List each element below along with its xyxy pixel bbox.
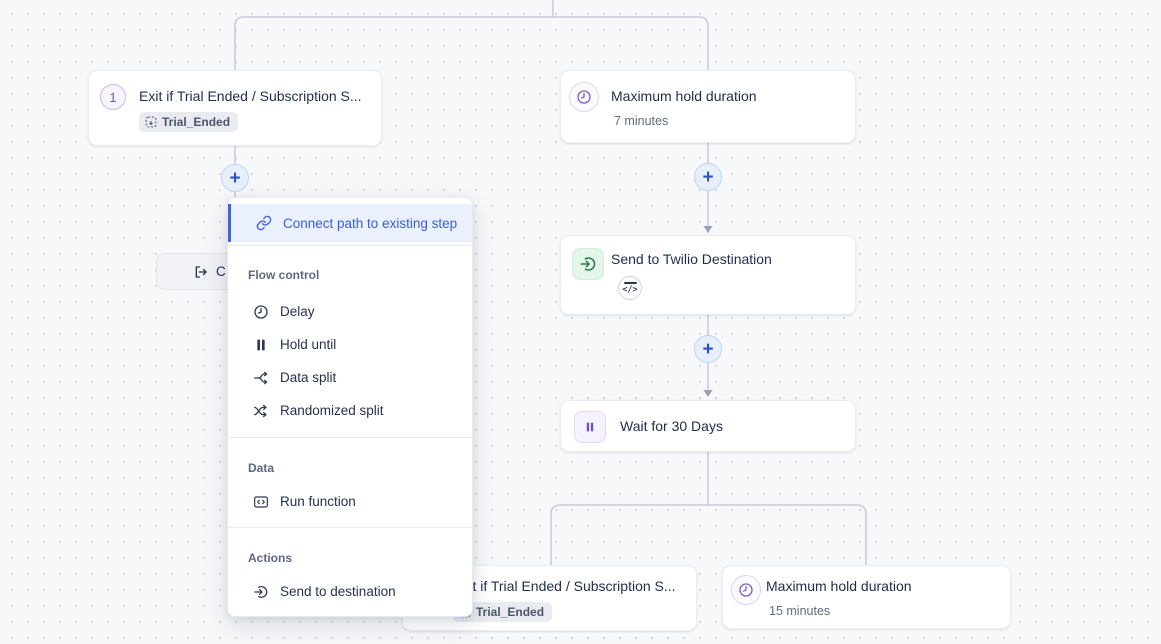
code-icon xyxy=(254,495,268,508)
menu-section-flow-control: Flow control xyxy=(248,268,320,282)
trial-ended-badge: Trial_Ended xyxy=(453,602,553,622)
menu-item-run-function[interactable]: Run function xyxy=(228,485,472,518)
menu-divider xyxy=(228,245,472,246)
menu-item-label: Connect path to existing step xyxy=(283,215,458,231)
menu-item-label: Send to destination xyxy=(280,584,396,599)
menu-item-label: Run function xyxy=(280,494,356,509)
code-badge-bar xyxy=(623,281,637,284)
add-step-button-right-top[interactable]: + xyxy=(694,163,722,191)
menu-item-data-split[interactable]: Data split xyxy=(228,361,472,394)
code-icon: </> xyxy=(622,284,638,295)
menu-item-hold-until[interactable]: Hold until xyxy=(228,328,472,361)
exit-icon xyxy=(195,265,207,278)
node-exit-trial-top[interactable]: 1 Exit if Trial Ended / Subscription S..… xyxy=(88,70,382,146)
node-title: Exit if Trial Ended / Subscription S... xyxy=(453,578,676,594)
send-to-destination-icon xyxy=(572,248,604,280)
node-title: Send to Twilio Destination xyxy=(611,251,772,267)
node-send-twilio-destination[interactable]: Send to Twilio Destination </> xyxy=(560,235,856,315)
step-number-badge: 1 xyxy=(100,84,126,110)
link-icon xyxy=(256,215,272,231)
partial-button-label: C xyxy=(216,264,226,279)
badge-label: Trial_Ended xyxy=(476,605,545,619)
add-step-button-left[interactable]: + xyxy=(221,164,249,192)
menu-item-label: Hold until xyxy=(280,337,337,352)
menu-section-actions: Actions xyxy=(248,551,293,565)
menu-divider xyxy=(228,437,472,438)
menu-divider xyxy=(228,527,472,528)
clock-icon xyxy=(569,82,599,112)
audience-dashed-square-icon xyxy=(145,116,157,128)
add-step-button-right-mid[interactable]: + xyxy=(694,335,722,363)
node-title: Maximum hold duration xyxy=(766,578,912,594)
menu-item-label: Data split xyxy=(280,370,337,385)
node-title: Wait for 30 Days xyxy=(620,418,723,434)
node-subtitle: 15 minutes xyxy=(769,604,831,618)
menu-item-delay[interactable]: Delay xyxy=(228,295,472,328)
pause-icon xyxy=(257,339,265,350)
clock-icon xyxy=(254,304,268,319)
send-to-destination-icon xyxy=(254,585,268,598)
node-max-hold-top[interactable]: Maximum hold duration 7 minutes xyxy=(560,70,856,143)
node-wait-30-days[interactable]: Wait for 30 Days xyxy=(560,400,856,452)
node-title: Exit if Trial Ended / Subscription S... xyxy=(139,88,362,104)
badge-label: Trial_Ended xyxy=(162,115,231,129)
menu-item-send-to-destination[interactable]: Send to destination xyxy=(228,575,472,608)
pause-icon xyxy=(574,411,606,443)
node-max-hold-bottom[interactable]: Maximum hold duration 15 minutes xyxy=(722,565,1011,629)
menu-item-randomized-split[interactable]: Randomized split xyxy=(228,394,472,427)
node-title: Maximum hold duration xyxy=(611,88,757,104)
data-split-icon xyxy=(254,371,268,384)
add-step-menu: Connect path to existing step Flow contr… xyxy=(227,197,473,617)
menu-item-label: Randomized split xyxy=(280,403,384,418)
node-subtitle: 7 minutes xyxy=(614,114,669,128)
menu-section-data: Data xyxy=(248,461,275,475)
trial-ended-badge: Trial_Ended xyxy=(139,112,239,132)
function-code-badge: </> xyxy=(618,276,642,300)
menu-item-connect-path[interactable]: Connect path to existing step xyxy=(228,204,472,242)
shuffle-icon xyxy=(254,404,267,417)
clock-icon xyxy=(731,575,761,605)
menu-item-label: Delay xyxy=(280,304,315,319)
